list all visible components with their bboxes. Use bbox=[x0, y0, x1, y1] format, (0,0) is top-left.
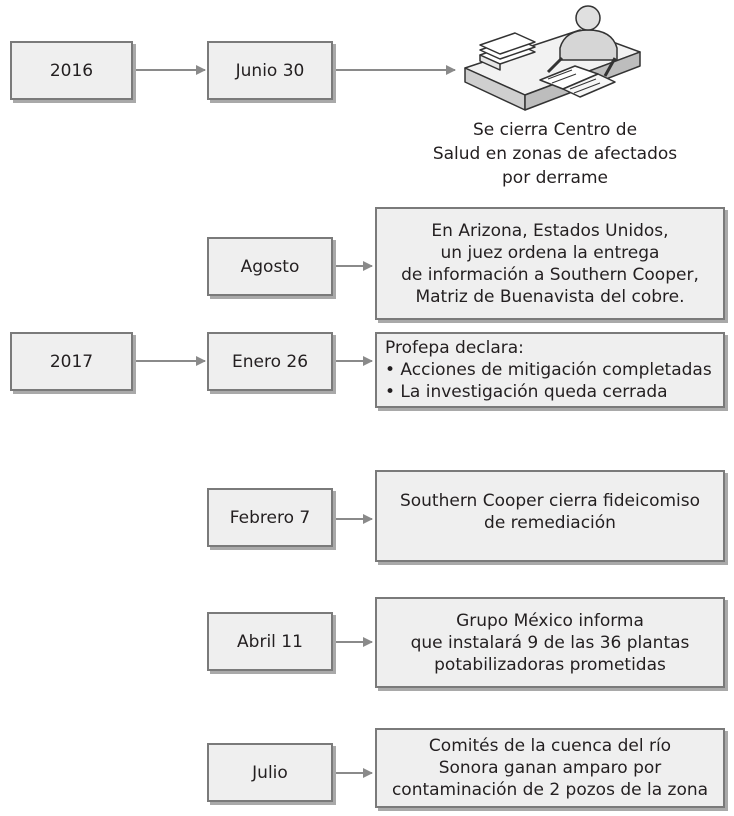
note-line: Grupo México informa bbox=[456, 610, 644, 631]
year-2017-box: 2017 bbox=[10, 332, 133, 391]
caption-line: Salud en zonas de afectados bbox=[432, 144, 678, 164]
note-line: Sonora ganan amparo por bbox=[438, 758, 662, 778]
event-note-abril-11: Grupo México informa que instalará 9 de … bbox=[375, 597, 725, 688]
date-box-febrero-7: Febrero 7 bbox=[207, 488, 333, 547]
date-label: Junio 30 bbox=[235, 60, 305, 81]
note-line: de remediación bbox=[484, 513, 616, 533]
event-note-enero-26: Profepa declara: • Acciones de mitigació… bbox=[375, 332, 725, 408]
date-label: Febrero 7 bbox=[229, 507, 311, 528]
date-label: Abril 11 bbox=[237, 631, 303, 652]
event-note-julio: Comités de la cuenca del río Sonora gana… bbox=[375, 728, 725, 808]
event-note-febrero-7: Southern Cooper cierra fideicomiso de re… bbox=[375, 470, 725, 562]
year-2016-box: 2016 bbox=[10, 41, 133, 100]
caption-line: por derrame bbox=[502, 168, 608, 188]
note-line: Profepa declara: bbox=[385, 338, 524, 358]
note-line: Southern Cooper cierra fideicomiso bbox=[399, 491, 701, 511]
date-box-abril-11: Abril 11 bbox=[207, 612, 333, 671]
note-line: potabilizadoras prometidas bbox=[434, 654, 666, 675]
note-line: • La investigación queda cerrada bbox=[385, 382, 668, 402]
date-box-enero-26: Enero 26 bbox=[207, 332, 333, 391]
event-caption-junio-30: Se cierra Centro de Salud en zonas de af… bbox=[405, 118, 705, 190]
date-label: Julio bbox=[252, 762, 288, 783]
note-line: un juez ordena la entrega bbox=[440, 242, 660, 263]
note-line: En Arizona, Estados Unidos, bbox=[431, 220, 669, 241]
date-box-agosto: Agosto bbox=[207, 237, 333, 296]
date-label: Enero 26 bbox=[231, 351, 309, 372]
note-line: • Acciones de mitigación completadas bbox=[385, 360, 712, 380]
note-line: Matriz de Buenavista del cobre. bbox=[415, 286, 685, 307]
date-box-junio-30: Junio 30 bbox=[207, 41, 333, 100]
note-line: contaminación de 2 pozos de la zona bbox=[391, 780, 709, 800]
year-label: 2016 bbox=[49, 60, 94, 81]
date-box-julio: Julio bbox=[207, 743, 333, 802]
note-line: que instalará 9 de las 36 plantas bbox=[410, 632, 690, 653]
note-line: Comités de la cuenca del río bbox=[428, 736, 672, 756]
event-note-agosto: En Arizona, Estados Unidos, un juez orde… bbox=[375, 207, 725, 320]
date-label: Agosto bbox=[240, 256, 300, 277]
note-line: de información a Southern Cooper, bbox=[401, 264, 699, 285]
caption-line: Se cierra Centro de bbox=[472, 120, 638, 140]
year-label: 2017 bbox=[49, 351, 94, 372]
